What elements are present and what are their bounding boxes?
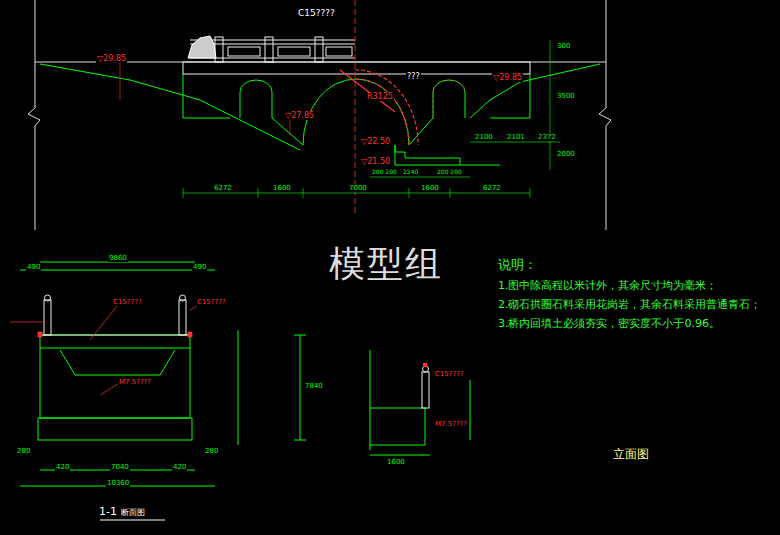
material-label: C15???? <box>112 298 143 306</box>
dimension-label: 200 200 <box>371 169 398 176</box>
dimension-label: 200 200 <box>436 169 463 176</box>
dimension-label: 7000 <box>348 184 368 192</box>
note-line: 2.砌石拱圈石料采用花岗岩，其余石料采用普通青石； <box>497 299 763 312</box>
dimension-label: 6272 <box>213 184 233 192</box>
note-line: 1.图中除高程以米计外，其余尺寸均为毫米； <box>497 280 719 293</box>
dimension-label: 7840 <box>304 382 324 390</box>
dimension-label: 300 <box>556 42 571 50</box>
dimension-label: 280 <box>204 447 219 455</box>
watermark: 模型组 <box>328 243 444 284</box>
dimension-label: 420 <box>172 463 187 471</box>
material-label: M7.5???? <box>118 378 152 386</box>
section-title: 1-1 <box>98 506 118 519</box>
dimension-label: 2240 <box>402 169 419 176</box>
elevation-mark: ▽21.50 <box>360 157 391 166</box>
dimension-label: 280 <box>16 447 31 455</box>
dimension-label: 490 <box>26 263 41 271</box>
elevation-mark: ▽22.50 <box>360 137 391 146</box>
material-label: M7.5???? <box>434 420 468 428</box>
material-label: C15???? <box>434 370 465 378</box>
elevation-mark: ▽29.85 <box>492 73 523 82</box>
callout-label: ??? <box>406 72 421 81</box>
radius-label: R3125 <box>366 92 394 101</box>
section-title: 断面图 <box>120 508 146 517</box>
note-heading: 说明： <box>497 258 538 273</box>
dimension-label: 490 <box>192 263 207 271</box>
dimension-label: 2000 <box>556 150 576 158</box>
dimension-label: 2372 <box>537 133 557 141</box>
dimension-label: 3500 <box>556 92 576 100</box>
dimension-label: 1600 <box>272 184 292 192</box>
dimension-label: 2100 <box>474 133 494 141</box>
note-line: 3.桥内回填土必须夯实，密实度不小于0.96。 <box>497 318 721 331</box>
dimension-label: 10360 <box>106 479 130 487</box>
dimension-label: 9860 <box>108 254 128 262</box>
elevation-mark: ▽29.85 <box>96 54 127 63</box>
view-title: 立面图 <box>612 448 650 462</box>
material-label: C15???? <box>196 298 227 306</box>
dimension-label: 1600 <box>386 458 406 466</box>
dimension-label: 6272 <box>482 184 502 192</box>
dimension-label: 420 <box>55 463 70 471</box>
elevation-mark: ▽27.85 <box>284 111 315 120</box>
dimension-label: 1600 <box>420 184 440 192</box>
dimension-label: 2101 <box>506 133 526 141</box>
material-label: C15???? <box>297 8 336 18</box>
dimension-label: 7040 <box>110 463 130 471</box>
